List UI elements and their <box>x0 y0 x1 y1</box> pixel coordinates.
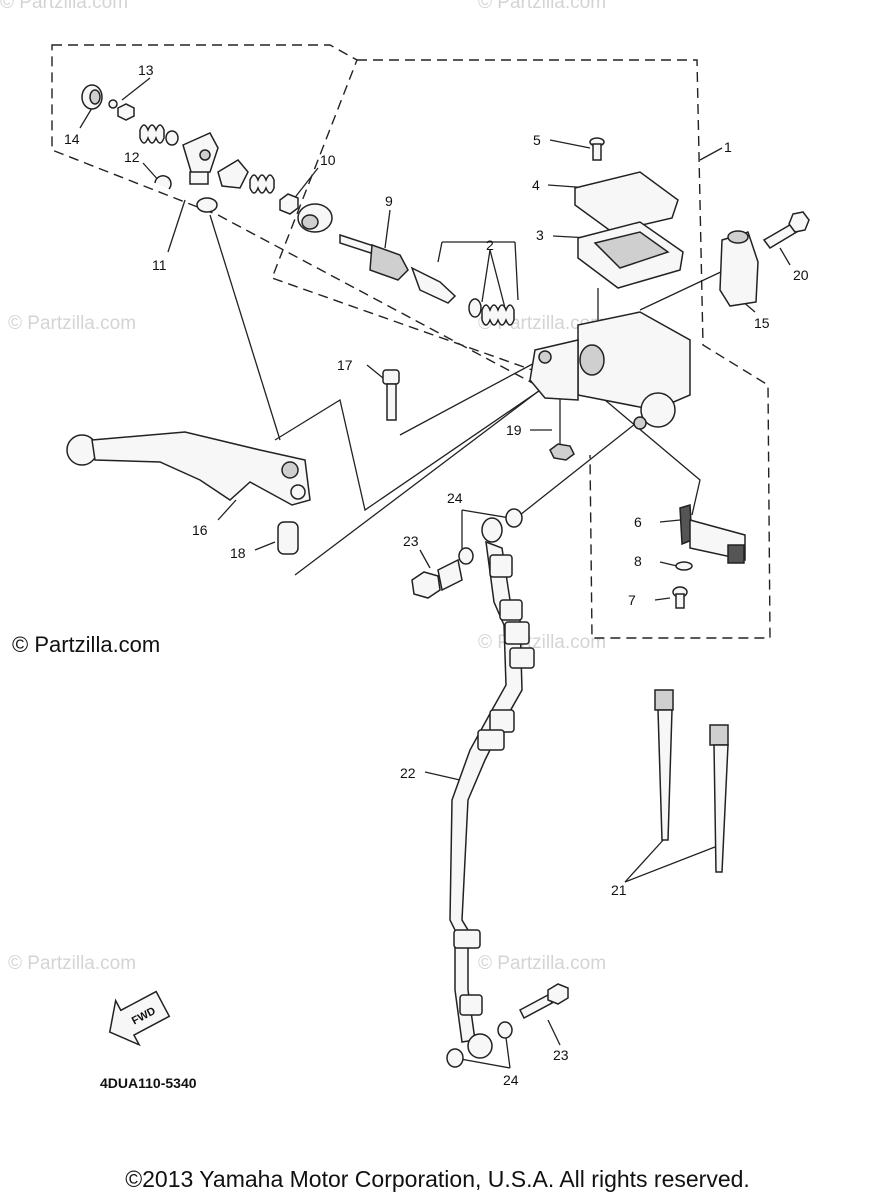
callouts: 1 2 3 4 5 6 7 8 9 10 11 12 13 14 15 16 1… <box>64 62 809 1088</box>
part-10-boot <box>297 203 333 233</box>
watermark: © Partzilla.com <box>478 953 607 974</box>
part-17-bolt <box>382 369 400 421</box>
part-13-clip <box>108 99 135 121</box>
part-10-nut <box>279 193 299 215</box>
callout-8: 8 <box>634 553 642 569</box>
part-1-master-cylinder <box>529 311 691 430</box>
assembly-1-boundary <box>357 59 771 639</box>
callout-15: 15 <box>754 315 770 331</box>
part-12-circlip <box>154 175 172 190</box>
part-14-cap <box>81 84 103 110</box>
callout-20: 20 <box>793 267 809 283</box>
callout-19: 19 <box>506 422 522 438</box>
part-23-bolt <box>519 983 569 1020</box>
callout-7: 7 <box>628 592 636 608</box>
callout-1: 1 <box>724 139 732 155</box>
part-spring-small <box>139 124 165 144</box>
part-22-brake-hose <box>449 517 535 1059</box>
callout-9: 9 <box>385 193 393 209</box>
part-3-diaphragm <box>577 221 684 289</box>
footer-copyright: ©2013 Yamaha Motor Corporation, U.S.A. A… <box>125 1166 750 1192</box>
copyright-mark: © Partzilla.com <box>12 632 161 657</box>
reference-lines <box>209 214 726 576</box>
callout-24: 24 <box>503 1072 519 1088</box>
part-15-clamp <box>719 230 759 307</box>
fwd-arrow-icon: FWD <box>108 990 171 1047</box>
callout-16: 16 <box>192 522 208 538</box>
callout-23: 23 <box>403 533 419 549</box>
part-7-screw <box>672 586 688 609</box>
part-5-screw <box>589 137 605 161</box>
part-20-bolt <box>762 211 810 249</box>
callout-22: 22 <box>400 765 416 781</box>
callout-2: 2 <box>486 237 494 253</box>
diagram-code: 4DUA110-5340 <box>100 1075 197 1091</box>
callout-18: 18 <box>230 545 246 561</box>
part-4-reservoir-cap <box>574 171 679 233</box>
part-24-washer <box>505 508 523 528</box>
callout-11: 11 <box>152 257 167 273</box>
assembly-11-boundary <box>51 44 556 397</box>
callout-10: 10 <box>320 152 336 168</box>
callout-13: 13 <box>138 62 154 78</box>
callout-24: 24 <box>447 490 463 506</box>
callout-3: 3 <box>536 227 544 243</box>
callout-4: 4 <box>532 177 540 193</box>
callout-17: 17 <box>337 357 353 373</box>
part-11-pivot <box>182 132 219 185</box>
part-9-pushrod <box>339 233 409 281</box>
part-16-lever <box>66 431 311 506</box>
callout-23: 23 <box>553 1047 569 1063</box>
watermark: © Partzilla.com <box>0 0 129 13</box>
callout-6: 6 <box>634 514 642 530</box>
watermark: © Partzilla.com <box>8 313 137 334</box>
part-8-washer <box>675 561 693 571</box>
part-2-piston <box>410 266 515 326</box>
part-washer <box>165 130 179 146</box>
callout-12: 12 <box>124 149 140 165</box>
callout-21: 21 <box>611 882 627 898</box>
part-24-washer <box>497 1021 513 1039</box>
part-6-switch <box>679 504 746 564</box>
watermark: © Partzilla.com <box>8 953 137 974</box>
part-21-cable-tie <box>654 689 729 873</box>
part-23-bolt <box>411 558 463 599</box>
part-adjuster <box>217 159 275 194</box>
callout-5: 5 <box>533 132 541 148</box>
part-24-washer <box>458 547 474 565</box>
part-19-nut <box>549 443 575 461</box>
part-24-washer <box>446 1048 464 1068</box>
part-washer-11 <box>196 197 218 213</box>
watermark: © Partzilla.com <box>478 0 607 13</box>
callout-14: 14 <box>64 131 80 147</box>
part-18-collar <box>277 521 299 555</box>
leader-lines <box>79 77 791 1069</box>
